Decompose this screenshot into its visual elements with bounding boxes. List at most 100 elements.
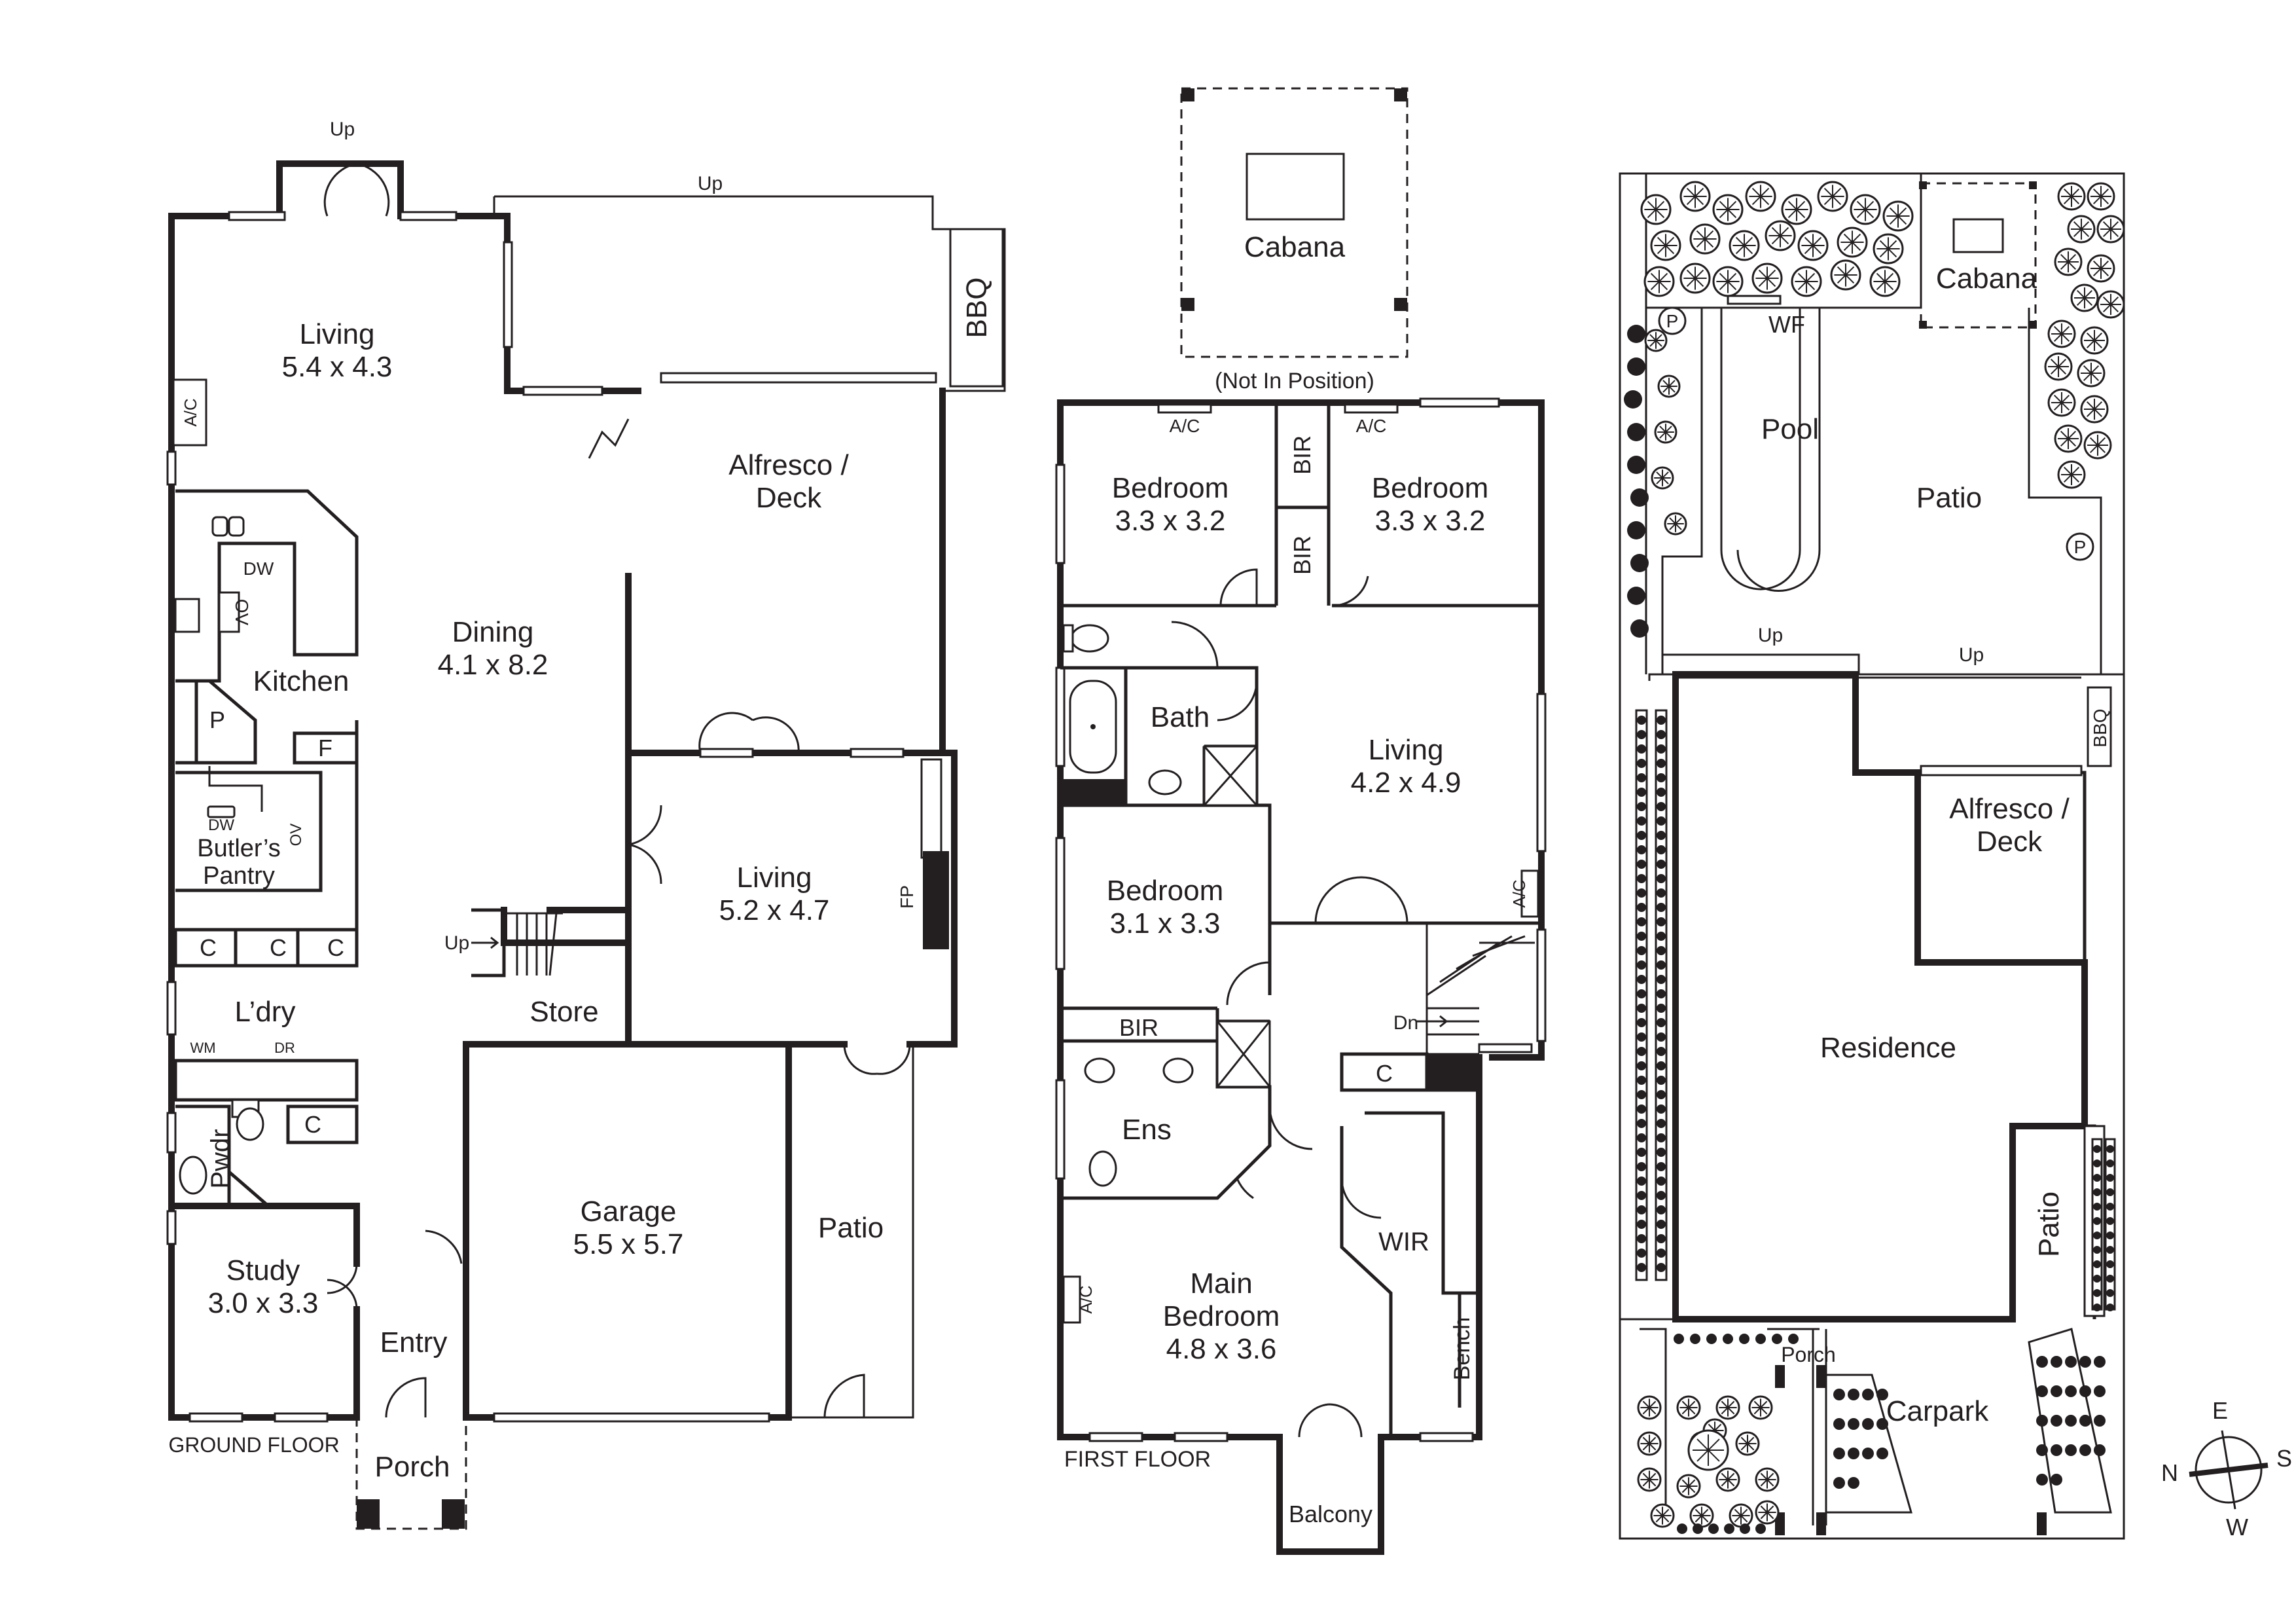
shrub-icon [2106,1203,2114,1211]
cupboard-label: C [304,1111,321,1138]
shrub-icon [1657,730,1666,739]
first-floor-labels: Cabana (Not In Position) Bedroom 3.3 x 3… [1064,231,1529,1527]
shrub-icon [1657,744,1666,754]
tree-icon [1657,374,1681,398]
shrub-icon [2106,1145,2114,1153]
room-dims-dining: 4.1 x 8.2 [438,649,548,681]
tree-icon [1745,181,1776,212]
shrub-icon [2079,1385,2091,1397]
shrub-icon [1739,1334,1749,1344]
tree-icon [2077,359,2106,388]
tree-icon [2080,326,2109,355]
shrub-icon [2106,1304,2114,1311]
shrub-icon [2079,1444,2091,1456]
tree-icon [2087,182,2115,211]
tree-icon [2096,290,2125,319]
shrub-icon [1657,831,1666,840]
shrub-icon [1657,989,1666,998]
shrub-icon [2094,1444,2106,1456]
shrub-icon [1637,1205,1646,1214]
shrub-icon [1637,946,1646,955]
room-name-study: Study [226,1254,300,1286]
shrub-icon [2079,1356,2091,1368]
dw-label: DW [243,558,274,579]
shrub-icon [1657,1234,1666,1243]
site-plan-labels: Cabana WF Pool Patio P P Up Up Alfresco … [1666,263,2110,1427]
room-name-bedroom-2: Bedroom [1372,472,1489,504]
shrub-icon [1708,1523,1719,1534]
shrub-icon [2065,1356,2077,1368]
shrub-icon [1657,1119,1666,1128]
ground-floor-labels: Up Up Up Living 5.4 x 4.3 Alfresco / Dec… [168,119,993,1483]
shrub-icon [1637,1018,1646,1027]
tree-icon [1765,220,1796,251]
shrub-icon [1637,1249,1646,1258]
shrub-icon [1740,1523,1750,1534]
shrub-icon [1637,932,1646,941]
shrub-icon [1833,1418,1845,1430]
tree-icon [1651,466,1674,490]
shrub-icon [1637,845,1646,854]
tree-icon [1882,200,1914,232]
room-name-bath: Bath [1151,701,1210,733]
tree-icon [1643,266,1675,297]
shrub-icon [1755,1334,1766,1344]
shrub-icon [1637,1104,1646,1114]
shrub-icon [1724,1523,1734,1534]
ov-label: OV [232,599,252,626]
shrub-icon [1657,1263,1666,1272]
shrub-icon [1637,716,1646,725]
shrub-icon [2036,1356,2048,1368]
shrub-icon [1876,1389,1888,1400]
shrub-icon [1848,1418,1859,1430]
shrub-icon [1862,1448,1874,1459]
shrub-icon [1627,325,1645,343]
shrub-icon [1657,716,1666,725]
tree-icon [2054,424,2083,453]
shrub-icon [1637,802,1646,811]
tree-icon [2083,431,2112,460]
shrub-icon [1657,888,1666,898]
shrub-icon [1657,1090,1666,1099]
cabana-note: (Not In Position) [1215,369,1374,393]
wm-label: WM [190,1040,215,1056]
compass-s: S [2276,1445,2292,1472]
shrub-icon [1677,1523,1687,1534]
shrub-icon [1637,788,1646,797]
room-name-living: Living [300,318,375,350]
tree-icon [2096,215,2125,244]
tree-icon [1637,1431,1662,1456]
room-name-ensuite: Ens [1122,1114,1172,1146]
shrub-icon [1876,1418,1888,1430]
first-floor-caption: FIRST FLOOR [1064,1447,1211,1472]
shrub-icon [1637,917,1646,926]
shrub-icon [2093,1246,2101,1254]
compass-n: N [2161,1459,2178,1486]
shrub-icon [1637,960,1646,970]
tree-icon [1664,512,1687,536]
compass-rose: N E S W [2161,1397,2292,1541]
cupboard-label: C [327,934,344,961]
tree-icon [1715,1467,1740,1492]
shrub-icon [1862,1389,1874,1400]
shrub-icon [1657,1133,1666,1142]
shrub-icon [1627,587,1645,605]
up-label: Up [330,119,355,140]
room-dims-bedroom-2: 3.3 x 3.2 [1375,505,1486,537]
tree-icon [1676,1474,1701,1499]
shrub-icon [1630,554,1649,572]
tree-icon [1817,181,1848,212]
patio-side-label: Patio [2033,1192,2065,1257]
shrub-icon [1657,1205,1666,1214]
shrub-icon [2051,1474,2062,1486]
shrub-icon [1637,831,1646,840]
shrub-icon [1637,1004,1646,1013]
tree-icon [1850,194,1881,225]
shrub-icon [1637,874,1646,883]
shrub-icon [2106,1174,2114,1182]
shrub-icon [1637,759,1646,768]
tree-icon [2067,215,2096,244]
shrub-icon [1862,1418,1874,1430]
shrub-icon [1637,816,1646,826]
tree-icon [1791,266,1822,297]
